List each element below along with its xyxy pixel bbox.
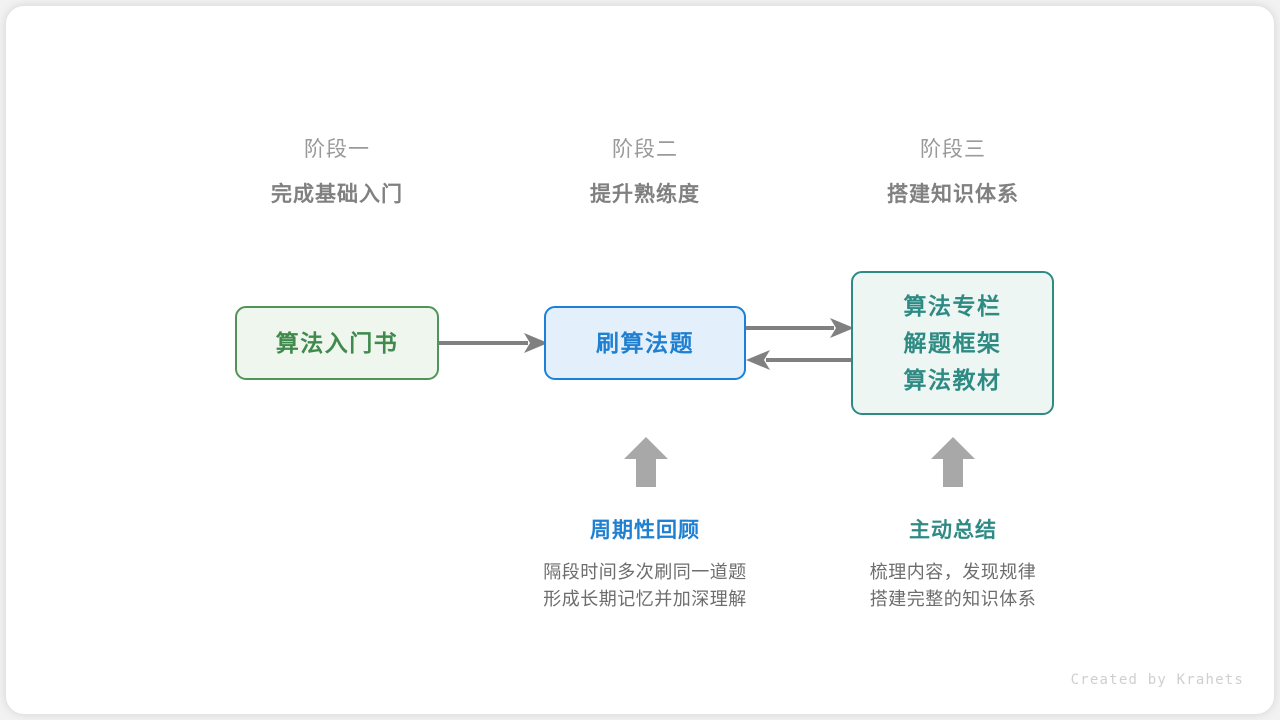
node-resources-line-1: 算法专栏 [903, 292, 1002, 319]
connector-review-up [624, 437, 668, 487]
stage-1-title: 完成基础入门 [271, 183, 403, 206]
stage-3-subtitle: 阶段三 [920, 138, 986, 161]
node-resources-line-2: 解题框架 [903, 329, 1002, 356]
node-practice-line-1: 刷算法题 [596, 329, 694, 356]
node-book-line-1: 算法入门书 [275, 329, 399, 356]
stage-header-3: 阶段三 搭建知识体系 [823, 135, 1083, 211]
node-knowledge-resources[interactable]: 算法专栏 解题框架 算法教材 [851, 271, 1054, 415]
note-review-body-line-2: 形成长期记忆并加深理解 [543, 589, 747, 609]
stage-header-1: 阶段一 完成基础入门 [207, 135, 467, 211]
note-review-body: 隔段时间多次刷同一道题 形成长期记忆并加深理解 [495, 559, 795, 613]
node-practice-problems[interactable]: 刷算法题 [544, 306, 746, 380]
credit-label: Created by Krahets [1070, 672, 1244, 688]
stage-2-subtitle: 阶段二 [612, 138, 678, 161]
stage-header-2: 阶段二 提升熟练度 [515, 135, 775, 211]
stage-1-subtitle: 阶段一 [304, 138, 370, 161]
note-periodic-review: 周期性回顾 隔段时间多次刷同一道题 形成长期记忆并加深理解 [495, 516, 795, 613]
note-active-summary: 主动总结 梳理内容，发现规律 搭建完整的知识体系 [803, 516, 1103, 613]
diagram-card: 阶段一 完成基础入门 阶段二 提升熟练度 阶段三 搭建知识体系 [6, 6, 1274, 714]
note-summary-body-line-1: 梳理内容，发现规律 [869, 562, 1037, 582]
note-summary-title: 主动总结 [909, 519, 997, 542]
node-resources-line-3: 算法教材 [903, 366, 1002, 393]
connector-book-to-practice [438, 333, 548, 353]
note-summary-body-line-2: 搭建完整的知识体系 [869, 589, 1037, 609]
note-summary-body: 梳理内容，发现规律 搭建完整的知识体系 [803, 559, 1103, 613]
stage-2-title: 提升熟练度 [590, 183, 700, 206]
connector-summary-up [931, 437, 975, 487]
connector-practice-to-resources [744, 318, 854, 338]
stage-3-title: 搭建知识体系 [887, 183, 1019, 206]
node-algorithm-intro-book[interactable]: 算法入门书 [235, 306, 439, 380]
note-review-title: 周期性回顾 [590, 519, 700, 542]
connector-resources-to-practice [746, 350, 856, 370]
note-review-body-line-1: 隔段时间多次刷同一道题 [543, 562, 747, 582]
